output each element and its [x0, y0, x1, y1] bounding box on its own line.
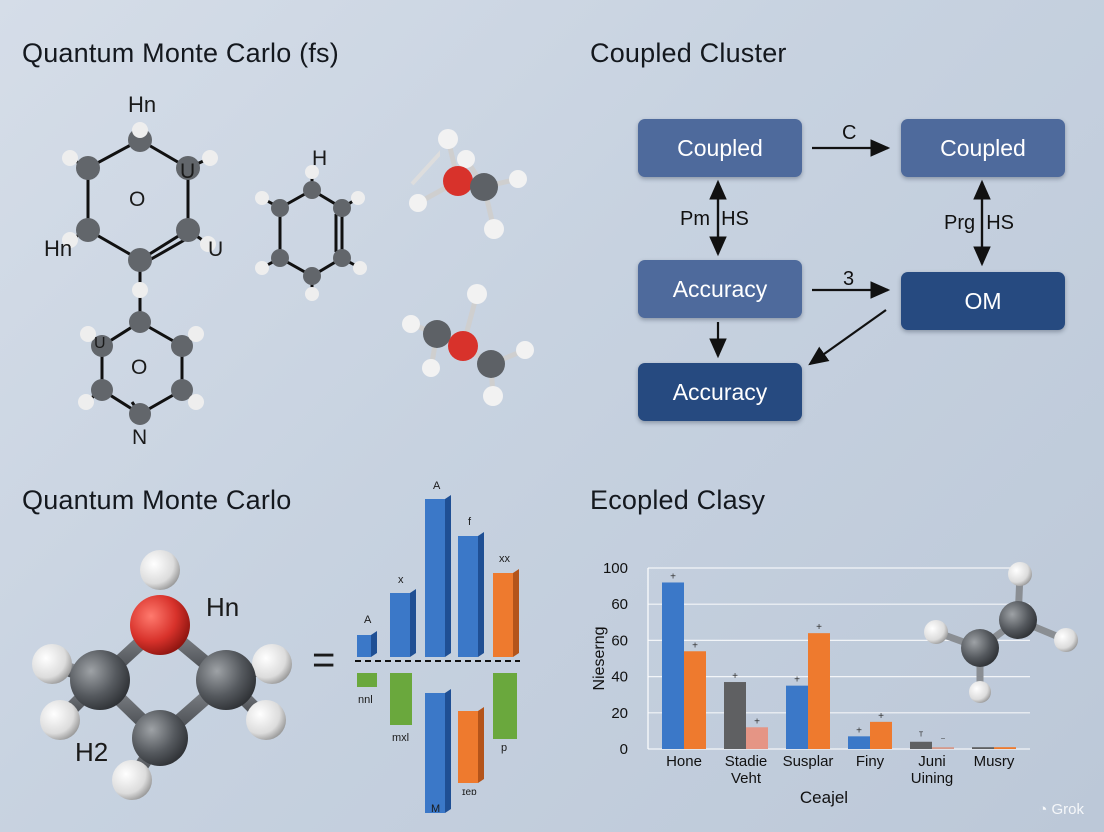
- bar-label: nnl: [358, 694, 373, 706]
- ethylene-molecule: [924, 562, 1078, 703]
- panel-title-ecopled-clasy: Ecopled Clasy: [590, 485, 766, 515]
- bar-label: A: [364, 614, 372, 626]
- bar-illustration: [355, 495, 520, 813]
- flow-node-coupled-left: Coupled: [638, 119, 802, 177]
- y-tick-label: 100: [603, 560, 628, 577]
- y-tick-label: 0: [620, 741, 628, 758]
- edge-label-c: C: [842, 122, 857, 144]
- ring-molecule-structure: [62, 122, 440, 425]
- x-tick-label: Uining: [911, 770, 954, 787]
- flow-arrows: [709, 139, 991, 366]
- ring-ball-stick-molecule: [32, 550, 292, 800]
- bar-marker: +: [878, 711, 884, 722]
- edge-label-pm-hs: Pm HS: [680, 208, 749, 230]
- x-tick-label: Hone: [666, 753, 702, 770]
- bar: [870, 721, 892, 749]
- flow-node-coupled-right: Coupled: [901, 119, 1065, 177]
- panel-title-qmc-fs: Quantum Monte Carlo (fs): [22, 38, 339, 68]
- atom-label: N: [132, 426, 148, 449]
- grok-logo-icon: ◔: [1038, 801, 1048, 818]
- y-axis-label: Nieserng: [591, 626, 608, 690]
- bar-label: x: [398, 574, 404, 586]
- x-tick-label: Veht: [731, 770, 762, 787]
- atom-label: H: [312, 147, 328, 170]
- bar-marker: +: [754, 716, 760, 727]
- bar: [662, 582, 684, 749]
- panel-title-coupled-cluster: Coupled Cluster: [590, 38, 787, 68]
- panel-title-qmc: Quantum Monte Carlo: [22, 485, 292, 515]
- bar-marker: ⁻: [940, 736, 945, 747]
- equals-sign: =: [312, 638, 336, 682]
- bar: [808, 633, 830, 749]
- bar-label: ɪeɒ: [462, 787, 477, 798]
- x-axis-label: Ceajel: [800, 788, 848, 807]
- bar: [910, 741, 932, 749]
- x-tick-label: Musry: [974, 753, 1015, 770]
- y-tick-label: 60: [611, 632, 628, 649]
- x-tick-label: Susplar: [783, 753, 834, 770]
- bar: [746, 727, 768, 749]
- atom-label-hn: Hn: [206, 592, 240, 622]
- bar-label: mxl: [392, 732, 410, 744]
- bar-label: A: [433, 480, 441, 492]
- methanol-molecule-top: [409, 129, 527, 239]
- bar-marker: ᵀ: [919, 731, 924, 742]
- y-tick-label: 60: [611, 596, 628, 613]
- x-tick-label: Stadie: [725, 753, 768, 770]
- edge-label-3: 3: [843, 268, 855, 290]
- flow-node-accuracy-middle: Accuracy: [638, 260, 802, 318]
- bar: [848, 736, 870, 749]
- bar-marker: +: [732, 671, 738, 682]
- bar-marker: +: [816, 622, 822, 633]
- bar: [786, 685, 808, 749]
- atom-label-h2: H2: [75, 737, 109, 767]
- methanol-molecule-bottom: [402, 284, 534, 406]
- bar: [994, 747, 1016, 749]
- bar: [972, 747, 994, 749]
- bar-marker: +: [856, 725, 862, 736]
- x-tick-label: Juni: [918, 753, 946, 770]
- y-tick-label: 40: [611, 669, 628, 686]
- atom-label: U: [94, 335, 106, 352]
- flow-node-om: OM: [901, 272, 1065, 330]
- bar: [724, 682, 746, 749]
- bar: [932, 747, 954, 749]
- flow-node-accuracy-bottom: Accuracy: [638, 363, 802, 421]
- atom-label: Hn: [128, 92, 157, 117]
- bar: [684, 651, 706, 749]
- edge-label-prg-hs: Prg HS: [944, 212, 1015, 234]
- bar-label: p: [501, 742, 508, 754]
- watermark-text: Grok: [1051, 801, 1084, 818]
- atom-label: U: [208, 238, 224, 261]
- atom-label: O: [131, 356, 148, 379]
- y-tick-label: 20: [611, 705, 628, 722]
- atom-label: Hn: [44, 236, 73, 261]
- bar-marker: +: [692, 640, 698, 651]
- watermark: ◔ Grok: [1038, 801, 1084, 818]
- bar-marker: +: [670, 571, 676, 582]
- bar-label: xx: [499, 553, 510, 565]
- atom-label: O: [129, 188, 146, 211]
- bar-marker: +: [794, 675, 800, 686]
- bar-label: f: [468, 516, 472, 528]
- atom-label: U: [180, 160, 196, 183]
- bar-label: M: [431, 803, 441, 815]
- x-tick-label: Finy: [856, 753, 885, 770]
